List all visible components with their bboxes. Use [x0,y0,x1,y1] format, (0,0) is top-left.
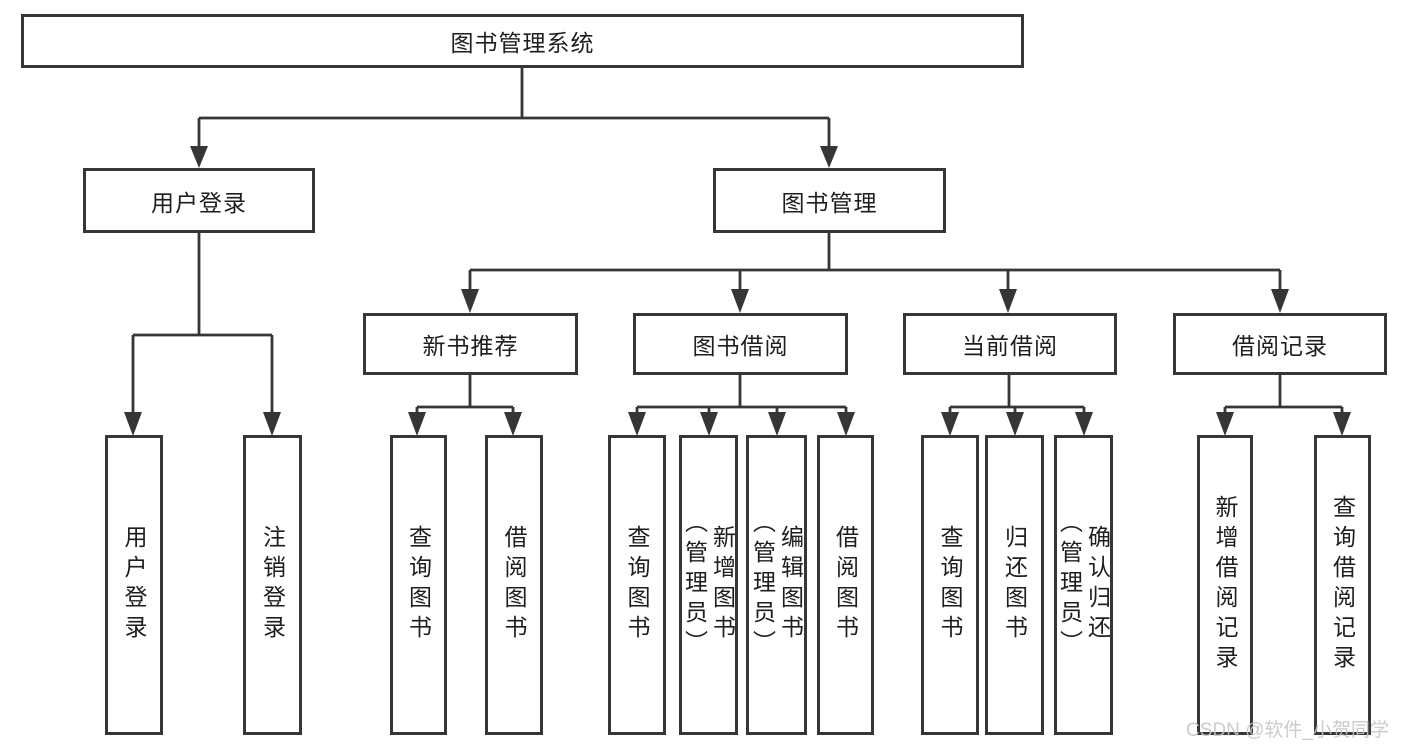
leaf-label: 确认归还 （管理员） [1056,510,1111,660]
leaf-label: 注销登录 [259,525,286,645]
leaf-edit-book-admin: 编辑图书 （管理员） [746,435,807,735]
leaf-label: 借阅图书 [501,525,527,645]
node-current-borrowing: 当前借阅 [903,313,1117,375]
node-user-login: 用户登录 [83,168,315,233]
watermark: CSDN @软件_小贺同学 [1186,720,1389,741]
leaf-query-borrow-record: 查询借阅记录 [1314,435,1371,735]
leaf-label: 归还图书 [1001,525,1028,645]
node-label: 图书借阅 [692,333,789,359]
leaf-query-books-current: 查询图书 [921,435,979,735]
leaf-label: 查询图书 [937,525,963,645]
node-label: 图书管理 [781,189,878,216]
leaf-query-books-recommend: 查询图书 [390,435,447,735]
node-label: 新书推荐 [422,333,519,359]
leaf-label: 查询借阅记录 [1329,495,1356,675]
node-label: 用户登录 [151,189,247,216]
node-new-book-recommendation: 新书推荐 [363,313,578,375]
leaf-label: 新增图书 （管理员） [681,510,736,660]
node-label: 当前借阅 [962,333,1058,359]
node-label: 借阅记录 [1232,333,1328,359]
node-book-borrowing: 图书借阅 [633,313,848,375]
leaf-confirm-return-admin: 确认归还 （管理员） [1054,435,1113,735]
leaf-add-book-admin: 新增图书 （管理员） [679,435,738,735]
leaf-label: 查询图书 [624,525,650,645]
leaf-label: 编辑图书 （管理员） [749,510,804,660]
leaf-label: 新增借阅记录 [1212,495,1238,675]
node-label: 图书管理系统 [450,30,595,56]
leaf-query-books-borrow: 查询图书 [608,435,666,735]
node-library-management-system: 图书管理系统 [21,14,1024,68]
node-borrowing-records: 借阅记录 [1173,313,1387,375]
leaf-label: 查询图书 [405,525,432,645]
leaf-logout-login: 注销登录 [243,435,302,735]
leaf-return-books: 归还图书 [985,435,1044,735]
leaf-add-borrow-record: 新增借阅记录 [1197,435,1253,735]
node-book-management: 图书管理 [713,168,946,233]
leaf-borrow-books-recommend: 借阅图书 [485,435,543,735]
leaf-label: 用户登录 [121,525,147,645]
leaf-borrow-books-borrow: 借阅图书 [817,435,874,735]
leaf-label: 借阅图书 [832,525,859,645]
leaf-user-login: 用户登录 [105,435,163,735]
